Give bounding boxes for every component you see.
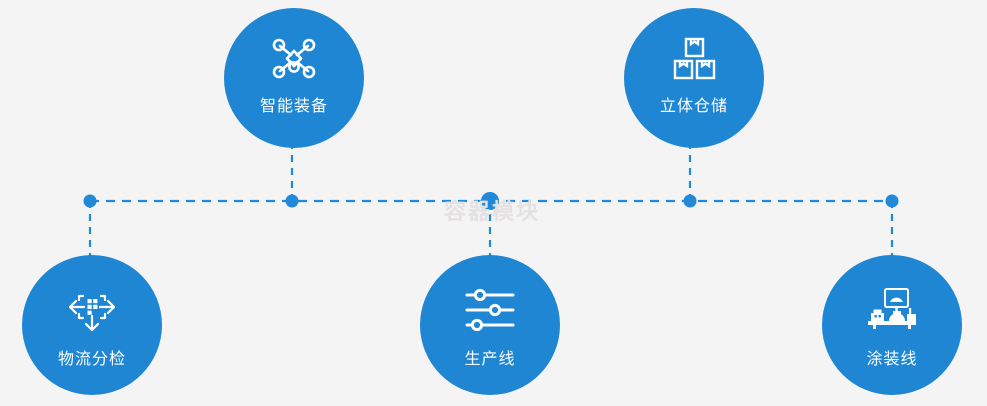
watermark-text: 容器模块 <box>443 200 540 225</box>
bus-dot-2 <box>285 194 299 208</box>
stacked-boxes-icon <box>666 34 722 84</box>
machine-station-icon <box>864 285 920 335</box>
bus-dot-3 <box>481 192 499 210</box>
bus-dot-4 <box>683 194 697 208</box>
sorting-arrows-icon <box>64 285 120 335</box>
sliders-icon <box>462 285 518 335</box>
node-label: 立体仓储 <box>659 96 728 115</box>
node-label: 智能装备 <box>259 96 328 115</box>
node-label: 物流分检 <box>57 349 126 368</box>
network-nodes-icon <box>266 34 322 84</box>
node-stereoscopic-warehouse[interactable]: 立体仓储 <box>624 8 764 148</box>
node-label: 涂装线 <box>866 349 918 368</box>
bus-dot-5 <box>885 194 899 208</box>
node-production-line[interactable]: 生产线 <box>420 255 560 395</box>
node-smart-equipment[interactable]: 智能装备 <box>224 8 364 148</box>
node-logistics-sorting[interactable]: 物流分检 <box>22 255 162 395</box>
node-painting-line[interactable]: 涂装线 <box>822 255 962 395</box>
bus-dot-1 <box>83 194 97 208</box>
node-label: 生产线 <box>464 349 516 368</box>
